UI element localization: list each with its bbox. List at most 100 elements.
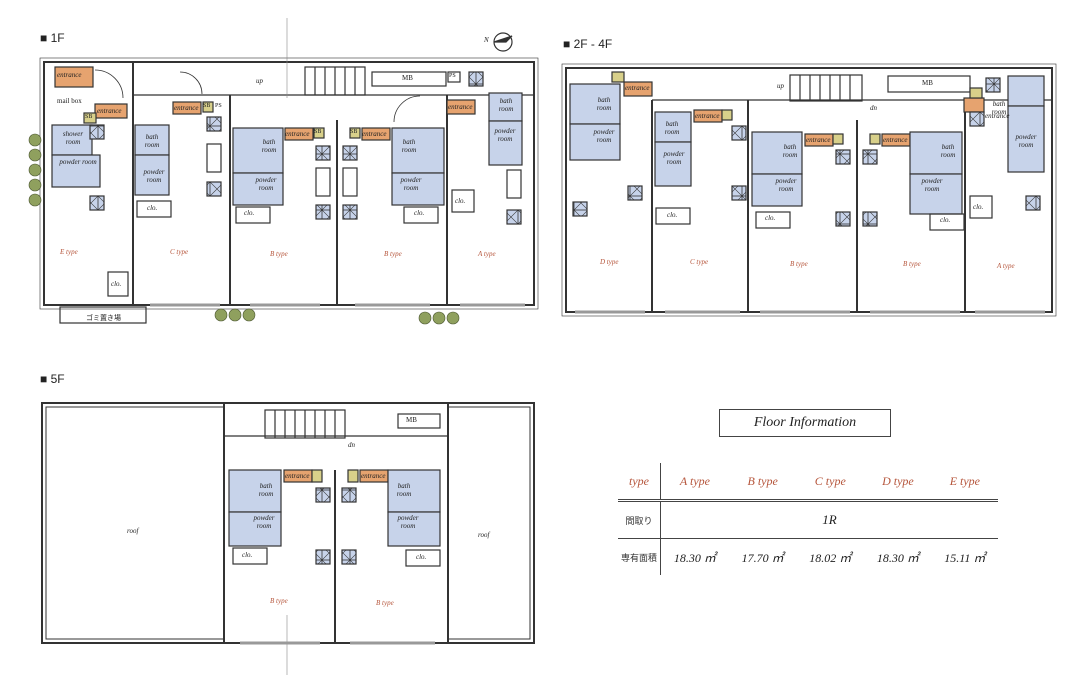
clo-label: clo.: [455, 197, 466, 205]
entrance-label: entrance: [97, 107, 122, 115]
type-e: E type: [931, 463, 998, 502]
powder-room-label: powder room: [775, 177, 797, 193]
powder-room-label: powder room: [143, 168, 165, 184]
north-label: N: [484, 36, 489, 44]
entrance-label: entrance: [985, 112, 1010, 120]
powder-room-label: powder room: [400, 176, 422, 192]
bath-room-label: bath room: [258, 482, 274, 498]
powder-room-label: powder room: [253, 514, 275, 530]
table-header-row: type A type B type C type D type E type: [618, 463, 998, 502]
clo-label: clo.: [416, 553, 427, 561]
powder-room-label: powder room: [397, 514, 419, 530]
clo-label: clo.: [244, 209, 255, 217]
unit-type-label: B type: [903, 260, 921, 268]
entrance-label: entrance: [361, 472, 386, 480]
layout-value: 1R: [660, 500, 998, 539]
stair-up-label: up: [777, 82, 784, 90]
type-d: D type: [864, 463, 932, 502]
powder-room-label: powder room: [921, 177, 943, 193]
sb-label: SB: [350, 129, 358, 135]
clo-label: clo.: [242, 551, 253, 559]
area-b: 17.70 ㎡: [741, 550, 784, 565]
bath-room-label: bath room: [396, 482, 412, 498]
mb-label: MB: [406, 416, 417, 424]
type-a: A type: [660, 463, 729, 502]
mb-label: MB: [922, 79, 933, 87]
stair-dn-label: dn: [870, 104, 877, 112]
entrance-label: entrance: [448, 103, 473, 111]
ps-label: PS: [449, 73, 456, 79]
area-a: 18.30 ㎡: [673, 550, 716, 565]
unit-type-label: C type: [690, 258, 709, 266]
unit-type-label: E type: [60, 248, 78, 256]
sb-label: SB: [314, 129, 322, 135]
entrance-label: entrance: [57, 71, 82, 79]
type-b: B type: [728, 463, 797, 502]
powder-room-label: powder room: [663, 150, 685, 166]
entrance-label: entrance: [806, 136, 831, 144]
clo-label: clo.: [667, 211, 678, 219]
powder-room-label: powder room: [255, 176, 277, 192]
powder-room-label: powder room: [59, 158, 97, 166]
roof-label: roof: [127, 527, 139, 535]
bath-room-label: bath room: [940, 143, 956, 159]
unit-type-label: B type: [270, 597, 288, 605]
table-row: 専有面積 18.30 ㎡ 17.70 ㎡ 18.02 ㎡ 18.30 ㎡ 15.…: [618, 538, 998, 575]
garbage-label: ゴミ置き場: [86, 314, 121, 322]
clo-label: clo.: [765, 214, 776, 222]
entrance-label: entrance: [285, 472, 310, 480]
floor-label-2f-4f: ■ 2F - 4F: [563, 37, 613, 51]
entrance-label: entrance: [174, 104, 199, 112]
area-c: 18.02 ㎡: [809, 550, 852, 565]
floor-5f-plan: [41, 402, 535, 645]
unit-type-label: C type: [170, 248, 189, 256]
floor-info-table: type A type B type C type D type E type …: [618, 463, 998, 575]
mb-label: MB: [402, 74, 413, 82]
stair-dn-label: dn: [348, 441, 355, 449]
area-e: 15.11 ㎡: [944, 550, 986, 565]
unit-type-label: B type: [270, 250, 288, 258]
clo-label: clo.: [940, 216, 951, 224]
type-header: type: [618, 463, 661, 502]
floor-label-5f: ■ 5F: [40, 372, 65, 386]
shower-room-label: shower room: [62, 130, 84, 146]
entrance-label: entrance: [285, 130, 310, 138]
bath-room-label: bath room: [261, 138, 277, 154]
floor-label-1f: ■ 1F: [40, 31, 65, 45]
sb-label: SB: [203, 103, 211, 109]
powder-room-label: powder room: [1015, 133, 1037, 149]
entrance-label: entrance: [362, 130, 387, 138]
roof-label: roof: [478, 531, 490, 539]
type-c: C type: [796, 463, 865, 502]
floor-1f-plan: [28, 32, 539, 325]
bath-room-label: bath room: [664, 120, 680, 136]
clo-label: clo.: [111, 280, 122, 288]
stair-up-label: up: [256, 77, 263, 85]
unit-type-label: D type: [600, 258, 619, 266]
bath-room-label: bath room: [991, 100, 1007, 116]
floor-2f-plan: [561, 63, 1057, 317]
sb-label: SB: [85, 114, 93, 120]
unit-type-label: A type: [478, 250, 496, 258]
area-label: 専有面積: [618, 538, 661, 575]
area-d: 18.30 ㎡: [876, 550, 919, 565]
powder-room-label: powder room: [494, 127, 516, 143]
entrance-label: entrance: [625, 84, 650, 92]
clo-label: clo.: [973, 203, 984, 211]
unit-type-label: A type: [997, 262, 1015, 270]
unit-type-label: B type: [384, 250, 402, 258]
bath-room-label: bath room: [782, 143, 798, 159]
bath-room-label: bath room: [144, 133, 160, 149]
floor-info-title: Floor Information: [719, 409, 891, 437]
powder-room-label: powder room: [593, 128, 615, 144]
entrance-label: entrance: [883, 136, 908, 144]
clo-label: clo.: [414, 209, 425, 217]
unit-type-label: B type: [376, 599, 394, 607]
clo-label: clo.: [147, 204, 158, 212]
table-row: 間取り 1R: [618, 500, 998, 539]
bath-room-label: bath room: [498, 97, 514, 113]
entrance-label: entrance: [695, 112, 720, 120]
mail-box-label: mail box: [57, 97, 82, 105]
unit-type-label: B type: [790, 260, 808, 268]
